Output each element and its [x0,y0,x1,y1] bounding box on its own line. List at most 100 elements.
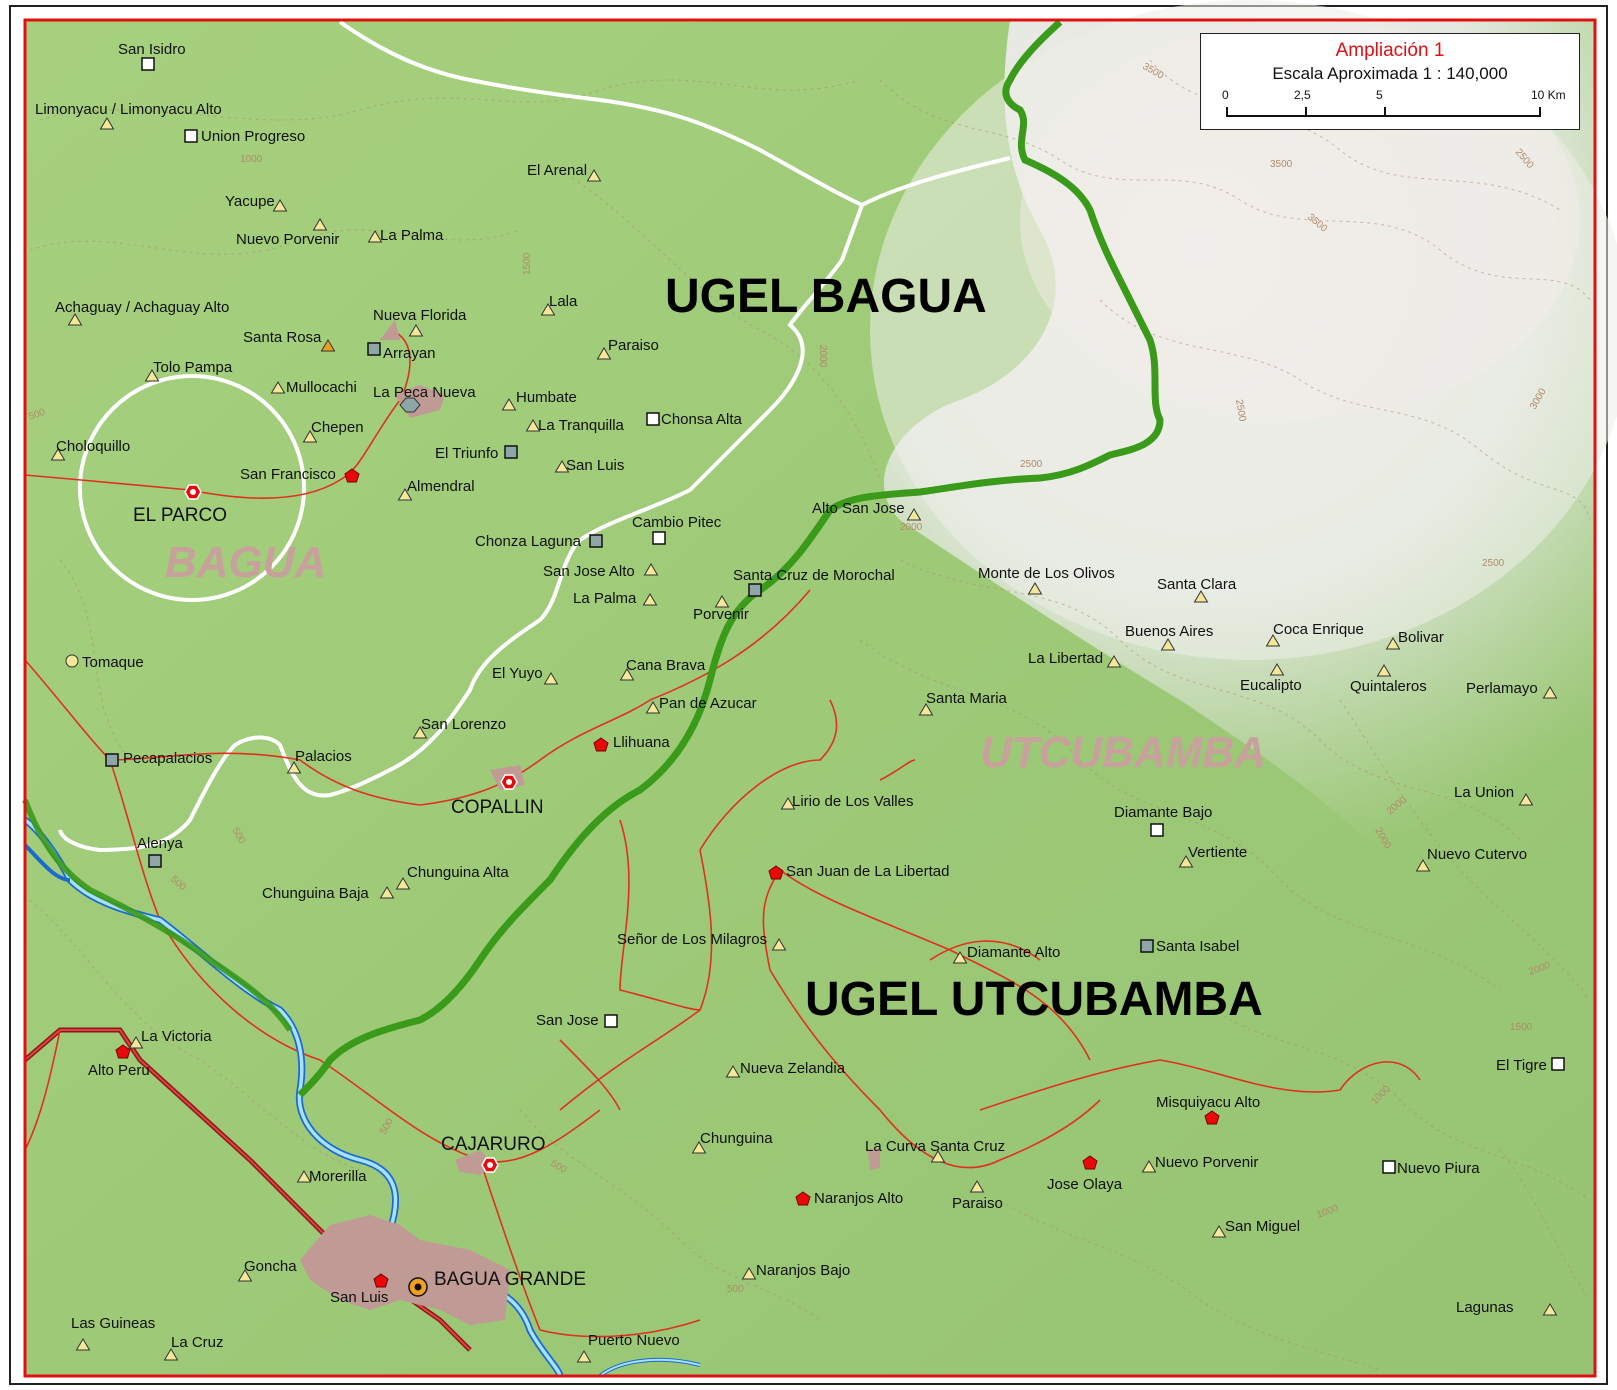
place-label: Tolo Pampa [153,359,233,376]
contour-label: 1000 [240,154,263,165]
place-label: Pan de Azucar [659,695,757,712]
place-label: Achaguay / Achaguay Alto [55,299,229,316]
place-label: Cambio Pitec [632,514,722,531]
contour-label: 1500 [522,252,533,275]
province-boundary [58,20,1011,853]
place-label: Nuevo Piura [1397,1160,1480,1177]
town-bagua-grande: BAGUA GRANDE [434,1269,586,1290]
place-label: Nuevo Cutervo [1427,846,1527,863]
place-label: La Libertad [1028,650,1103,667]
place-label: Humbate [516,389,577,406]
place-label: La Palma [380,227,444,244]
place-label: Nuevo Porvenir [1155,1154,1258,1171]
place-label: Santa Rosa [243,329,322,346]
place-label: Eucalipto [1240,677,1302,694]
map-frame [23,18,1597,1378]
scale-bar [1226,107,1541,117]
place-label: Monte de Los Olivos [978,565,1115,582]
district-capitals: EL PARCO COPALLIN CAJARURO BAGUA GRANDE [133,484,586,1297]
contour-label: 3500 [1270,159,1293,170]
place-label: Chunguina [700,1130,773,1147]
province-utcubamba-label: UTCUBAMBA [980,728,1266,777]
place-label: Naranjos Alto [814,1190,903,1207]
place-label: Lirio de Los Valles [792,793,913,810]
place-label: Señor de Los Milagros [617,931,767,948]
place-label: Santa Clara [1157,576,1237,593]
place-label: Vertiente [1188,844,1247,861]
place-label: Nueva Florida [373,307,467,324]
place-label: Misquiyacu Alto [1156,1094,1260,1111]
place-label: La Tranquilla [538,417,625,434]
ugel-boundary [297,19,1164,1098]
settlements: San Isidro Limonyacu / Limonyacu Alto Un… [35,41,1565,1363]
contour-label: 2000 [817,345,828,368]
legend-title: Ampliación 1 [1335,40,1445,61]
ugel-bagua-label: UGEL BAGUA [665,270,987,323]
scale-tick-10: 10 Km [1531,88,1566,102]
place-label: El Triunfo [435,445,498,462]
legend-scale-text: Escala Aproximada 1 : 140,000 [1272,64,1508,83]
place-label: Alenya [137,835,184,852]
place-label: Almendral [407,478,475,495]
place-label: Nueva Zelandia [740,1060,846,1077]
place-label: San Isidro [118,41,186,58]
place-label: Paraiso [608,337,659,354]
scale-tick-2-5: 2,5 [1294,88,1311,102]
place-label: Puerto Nuevo [588,1332,680,1349]
place-label: El Arenal [527,162,587,179]
town-el-parco: EL PARCO [133,505,227,526]
place-label: Porvenir [693,606,749,623]
place-label: Chonsa Alta [661,411,743,428]
contour-label: 1500 [1510,1022,1533,1033]
place-label: Goncha [244,1258,297,1275]
place-label: Diamante Bajo [1114,804,1212,821]
place-label: Nuevo Porvenir [236,231,339,248]
road-southwest [24,1029,61,1151]
place-label: Cana Brava [626,657,706,674]
place-label: Perlamayo [1466,680,1538,697]
place-label: Diamante Alto [967,944,1060,961]
place-label: San Miguel [1225,1218,1300,1235]
place-label: La Cruz [171,1334,224,1351]
place-label: La Peca Nueva [373,384,476,401]
place-label: Bolivar [1398,629,1444,646]
town-copallin: COPALLIN [451,797,544,818]
place-label: Limonyacu / Limonyacu Alto [35,101,222,118]
place-label: La Palma [573,590,637,607]
place-label: Quintaleros [1350,678,1427,695]
place-label: Pecapalacios [123,750,212,767]
place-label: San Luis [566,457,624,474]
place-label: Lala [549,293,578,310]
place-label: Chunguina Alta [407,864,509,881]
province-bagua-label: BAGUA [165,538,326,587]
place-label: La Victoria [141,1028,212,1045]
place-label: Union Progreso [201,128,305,145]
place-label: Alto San Jose [812,500,905,517]
place-label: Jose Olaya [1047,1176,1123,1193]
contour-label: 500 [727,1284,744,1295]
scale-tick-5: 5 [1376,88,1383,102]
scale-tick-0: 0 [1222,88,1229,102]
place-label: Alto Peru [88,1062,150,1079]
place-label: Paraiso [952,1195,1003,1212]
place-label: Chunguina Baja [262,885,369,902]
contour-label: 2000 [900,522,923,533]
ugel-boundary-west [22,798,293,1032]
place-label: Naranjos Bajo [756,1262,850,1279]
contour-label: 2500 [1482,558,1505,569]
place-label: Las Guineas [71,1315,155,1332]
place-label: La Curva Santa Cruz [865,1138,1005,1155]
place-label: San Jose [536,1012,599,1029]
contour-lines [29,59,1591,1371]
contour-label: 2500 [1020,459,1043,470]
place-label: Llihuana [613,734,670,751]
place-label: Mullocachi [286,379,357,396]
place-label: Palacios [295,748,352,765]
place-label: San Lorenzo [421,716,506,733]
place-label: San Jose Alto [543,563,635,580]
town-cajaruro: CAJARURO [441,1134,546,1155]
place-label: Choloquillo [56,438,130,455]
place-label: San Francisco [240,466,336,483]
place-label: Santa Isabel [1156,938,1239,955]
place-label: El Yuyo [492,665,543,682]
